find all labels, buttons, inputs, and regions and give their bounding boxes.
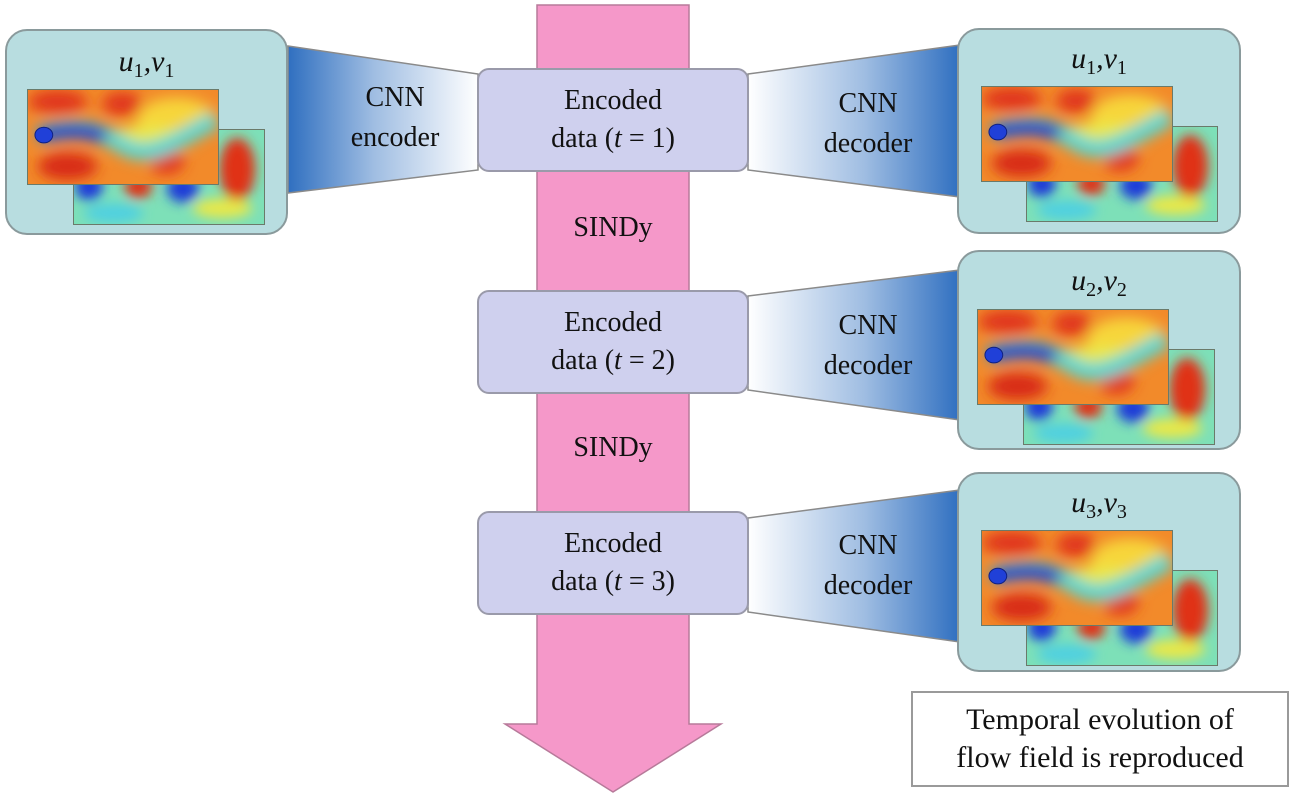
u-velocity-field xyxy=(981,86,1173,182)
output-flow-panel-3: u3,v3 xyxy=(957,472,1241,672)
output-flow-panel-1: u1,v1 xyxy=(957,28,1241,234)
label-sub: 2 xyxy=(1116,279,1127,301)
output-panel-label: u3,v3 xyxy=(959,486,1239,524)
text: = 1) xyxy=(621,123,675,154)
label-sep: , xyxy=(1096,42,1104,75)
label-sub: 3 xyxy=(1116,501,1127,523)
output-flow-panel-2: u2,v2 xyxy=(957,250,1241,450)
text: = 2) xyxy=(621,345,675,376)
encoded-data-box-3: Encoded data (t = 3) xyxy=(477,511,749,615)
decoder-line2: decoder xyxy=(823,350,913,381)
label-var-v: v xyxy=(1103,42,1117,75)
label-sub: 3 xyxy=(1086,501,1097,523)
label-var-u: u xyxy=(1071,264,1087,297)
decoder-line1: CNN xyxy=(838,88,898,119)
text: data ( xyxy=(551,123,615,154)
label-var-v: v xyxy=(1103,486,1117,519)
label-var-u: u xyxy=(1071,42,1087,75)
sindy-label-1: SINDy xyxy=(573,212,653,243)
label-sub: 1 xyxy=(1086,57,1097,79)
cnn-encoder-label: CNN encoder xyxy=(325,78,465,158)
result-line1: Temporal evolution of xyxy=(966,703,1234,736)
output-panel-label: u1,v1 xyxy=(959,42,1239,80)
label-var-v: v xyxy=(1103,264,1117,297)
decoder-line1: CNN xyxy=(838,530,898,561)
text: data ( xyxy=(551,566,615,597)
label-sub: 1 xyxy=(133,60,144,82)
output-panel-label: u2,v2 xyxy=(959,264,1239,302)
encoded-line2: data (t = 3) xyxy=(551,563,675,601)
cnn-decoder-label-2: CNN decoder xyxy=(798,306,938,386)
label-sep: , xyxy=(1096,264,1104,297)
input-flow-panel: u1,v1 xyxy=(5,29,288,235)
encoded-line1: Encoded xyxy=(564,307,662,338)
decoder-line2: decoder xyxy=(823,128,913,159)
input-panel-label: u1,v1 xyxy=(7,45,286,83)
label-sub: 2 xyxy=(1086,279,1097,301)
u-velocity-field xyxy=(981,530,1173,626)
label-var-u: u xyxy=(1071,486,1087,519)
text: = 3) xyxy=(621,566,675,597)
encoder-line1: CNN xyxy=(365,82,425,113)
decoder-line2: decoder xyxy=(823,570,913,601)
encoded-data-box-2: Encoded data (t = 2) xyxy=(477,290,749,394)
result-line2: flow field is reproduced xyxy=(956,741,1244,774)
label-sub: 1 xyxy=(164,60,175,82)
label-var-v: v xyxy=(151,45,165,78)
encoded-line2: data (t = 2) xyxy=(551,342,675,380)
encoded-line2: data (t = 1) xyxy=(551,120,675,158)
time-var: t xyxy=(614,123,622,154)
label-sub: 1 xyxy=(1116,57,1127,79)
label-sep: , xyxy=(143,45,152,78)
encoded-line1: Encoded xyxy=(564,528,662,559)
u-velocity-field xyxy=(977,309,1169,405)
sindy-label-2: SINDy xyxy=(573,432,653,463)
time-var: t xyxy=(614,566,622,597)
result-caption-box: Temporal evolution of flow field is repr… xyxy=(911,691,1289,787)
decoder-line1: CNN xyxy=(838,310,898,341)
encoder-funnel xyxy=(287,45,479,194)
cnn-decoder-label-1: CNN decoder xyxy=(798,84,938,164)
label-var-u: u xyxy=(118,45,134,78)
encoded-data-box-1: Encoded data (t = 1) xyxy=(477,68,749,172)
time-var: t xyxy=(614,345,622,376)
encoder-line2: encoder xyxy=(350,122,440,153)
cnn-decoder-label-3: CNN decoder xyxy=(798,526,938,606)
u-velocity-field xyxy=(27,89,219,185)
encoded-line1: Encoded xyxy=(564,85,662,116)
label-sep: , xyxy=(1096,486,1104,519)
text: data ( xyxy=(551,345,615,376)
